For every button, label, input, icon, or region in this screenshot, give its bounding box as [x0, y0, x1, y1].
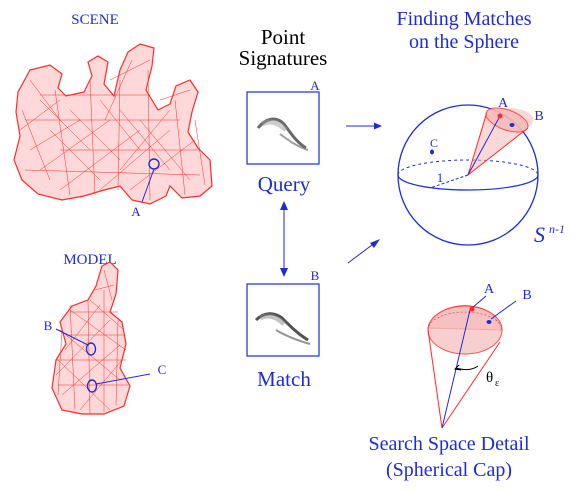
scene-label-a: A — [131, 204, 141, 219]
sphere-title-line1: Finding Matches — [397, 8, 532, 30]
query-match-double-arrow — [280, 201, 288, 277]
query-to-sphere-arrow — [346, 122, 382, 130]
sphere-label-c: C — [430, 136, 438, 150]
search-space-title-line1: Search Space Detail — [368, 433, 529, 455]
cap-angle-arc — [455, 365, 479, 371]
match-label: Match — [257, 367, 311, 391]
cap-a-leader — [471, 295, 487, 309]
model-point-c-marker — [86, 379, 98, 393]
cap-label-b: B — [522, 288, 531, 303]
sphere-label-a: A — [498, 96, 509, 111]
model-point-b-marker — [85, 342, 97, 356]
scene-title: SCENE — [71, 12, 119, 28]
match-signature-image — [254, 312, 311, 345]
search-space-title-line2: (Spherical Cap) — [386, 459, 512, 481]
sphere-point-a — [497, 113, 503, 119]
cap-angle-theta: θ — [486, 370, 493, 386]
cap-b-leader — [490, 300, 517, 320]
sphere-radius-label: 1 — [437, 170, 444, 185]
match-box-label-b: B — [311, 268, 320, 283]
sphere-title-line2: on the Sphere — [409, 31, 519, 53]
signatures-title-line2: Signatures — [239, 46, 328, 70]
model-mesh — [51, 261, 151, 415]
sphere-symbol-s: S — [534, 222, 545, 247]
sphere-query-axis — [467, 115, 501, 176]
signatures-title-line1: Point — [261, 25, 306, 49]
match-to-sphere-arrow — [347, 239, 380, 264]
sphere-symbol-exponent: n-1 — [549, 222, 565, 236]
model-c-leader — [95, 373, 151, 385]
cap-point-a — [469, 306, 475, 312]
sphere-label-b: B — [534, 109, 543, 124]
model-b-leader — [55, 328, 89, 346]
sphere-point-b — [509, 123, 515, 127]
unit-sphere — [397, 104, 539, 246]
query-label: Query — [258, 172, 311, 196]
query-signature-image — [256, 117, 309, 151]
sphere-point-c — [430, 149, 434, 155]
sphere-cone — [430, 107, 534, 176]
scene-mesh — [13, 43, 213, 205]
cap-point-b — [486, 320, 492, 324]
model-title: MODEL — [63, 252, 116, 268]
sphere-radius-line — [429, 174, 469, 189]
spherical-cap-detail — [427, 295, 517, 429]
model-label-c: C — [158, 362, 167, 377]
scene-a-leader — [141, 168, 155, 203]
cap-angle-subscript: ε — [495, 378, 499, 389]
cap-label-a: A — [484, 282, 495, 297]
query-box-label-a: A — [310, 78, 320, 93]
model-label-b: B — [44, 318, 53, 333]
